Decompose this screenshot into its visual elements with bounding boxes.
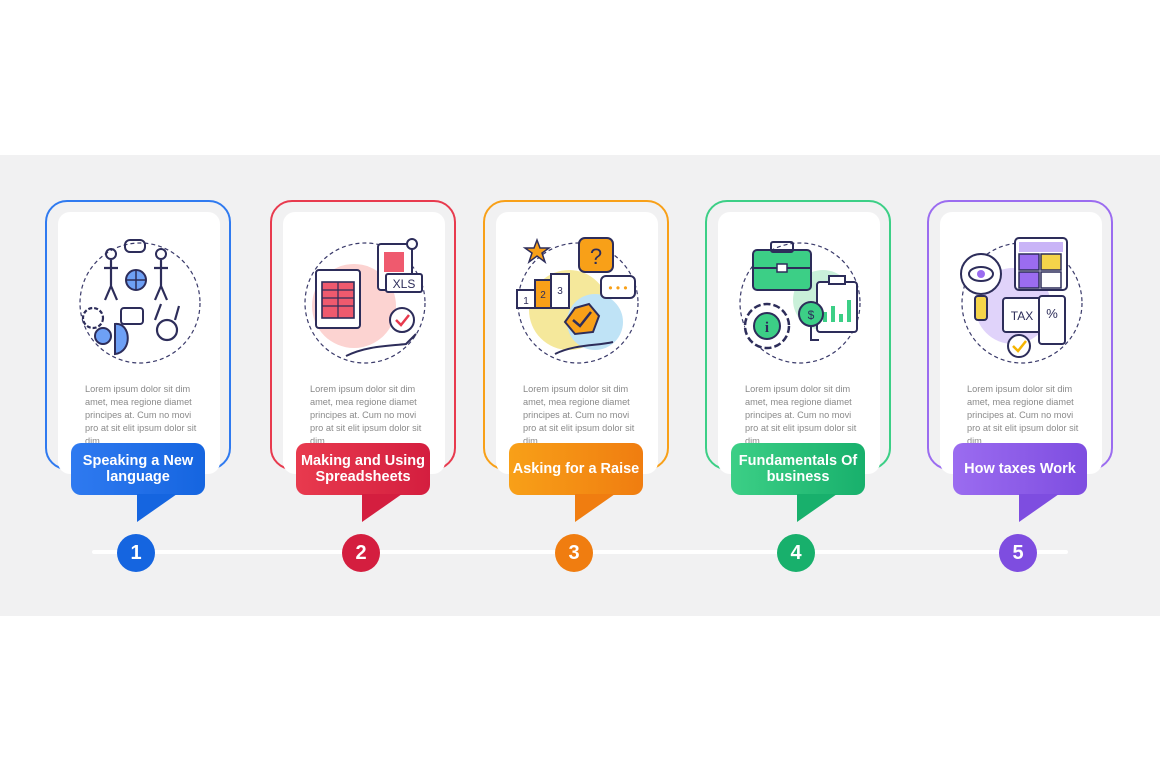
svg-text:$: $ bbox=[808, 308, 815, 322]
step-2: XLS Lorem ipsum dolor sit dim amet, mea … bbox=[270, 200, 460, 572]
language-communication-icon bbox=[71, 234, 209, 372]
svg-text:1: 1 bbox=[523, 296, 529, 307]
business-fundamentals-icon: $ i bbox=[731, 234, 869, 372]
svg-text:3: 3 bbox=[557, 286, 563, 297]
step-description: Lorem ipsum dolor sit dim amet, mea regi… bbox=[745, 384, 857, 446]
step-number-badge: 1 bbox=[117, 534, 155, 572]
step-5: TAX % Lorem ipsum dolor sit dim amet, me… bbox=[927, 200, 1117, 572]
step-1: Lorem ipsum dolor sit dim amet, mea regi… bbox=[45, 200, 235, 572]
step-number-badge: 3 bbox=[555, 534, 593, 572]
step-4: $ i Lorem ipsum dolor sit dim amet, mea … bbox=[705, 200, 895, 572]
step-title: Fundamentals Of business bbox=[731, 443, 865, 495]
callout-tail bbox=[137, 494, 177, 522]
step-card bbox=[58, 212, 220, 474]
step-title: Making and Using Spreadsheets bbox=[296, 443, 430, 495]
svg-text:XLS: XLS bbox=[393, 277, 416, 291]
callout-tail bbox=[797, 494, 837, 522]
step-number-badge: 2 bbox=[342, 534, 380, 572]
step-3: 1 2 3 ? • • • Lorem ipsum dolor sit dim … bbox=[483, 200, 673, 572]
spreadsheet-icon: XLS bbox=[296, 234, 434, 372]
svg-text:i: i bbox=[765, 320, 769, 336]
step-description: Lorem ipsum dolor sit dim amet, mea regi… bbox=[310, 384, 422, 446]
svg-text:2: 2 bbox=[540, 290, 546, 301]
step-title: How taxes Work bbox=[953, 443, 1087, 495]
callout-tail bbox=[1019, 494, 1059, 522]
callout-tail bbox=[575, 494, 615, 522]
callout-tail bbox=[362, 494, 402, 522]
svg-text:• • •: • • • bbox=[608, 281, 627, 295]
step-description: Lorem ipsum dolor sit dim amet, mea regi… bbox=[967, 384, 1079, 446]
svg-text:TAX: TAX bbox=[1011, 309, 1033, 323]
raise-podium-icon: 1 2 3 ? • • • bbox=[509, 234, 647, 372]
step-description: Lorem ipsum dolor sit dim amet, mea regi… bbox=[85, 384, 197, 446]
step-description: Lorem ipsum dolor sit dim amet, mea regi… bbox=[523, 384, 635, 446]
step-number-badge: 4 bbox=[777, 534, 815, 572]
svg-text:?: ? bbox=[590, 244, 602, 269]
taxes-icon: TAX % bbox=[953, 234, 1091, 372]
svg-text:%: % bbox=[1046, 306, 1058, 321]
step-number-badge: 5 bbox=[999, 534, 1037, 572]
step-title: Asking for a Raise bbox=[509, 443, 643, 495]
step-title: Speaking a New language bbox=[71, 443, 205, 495]
